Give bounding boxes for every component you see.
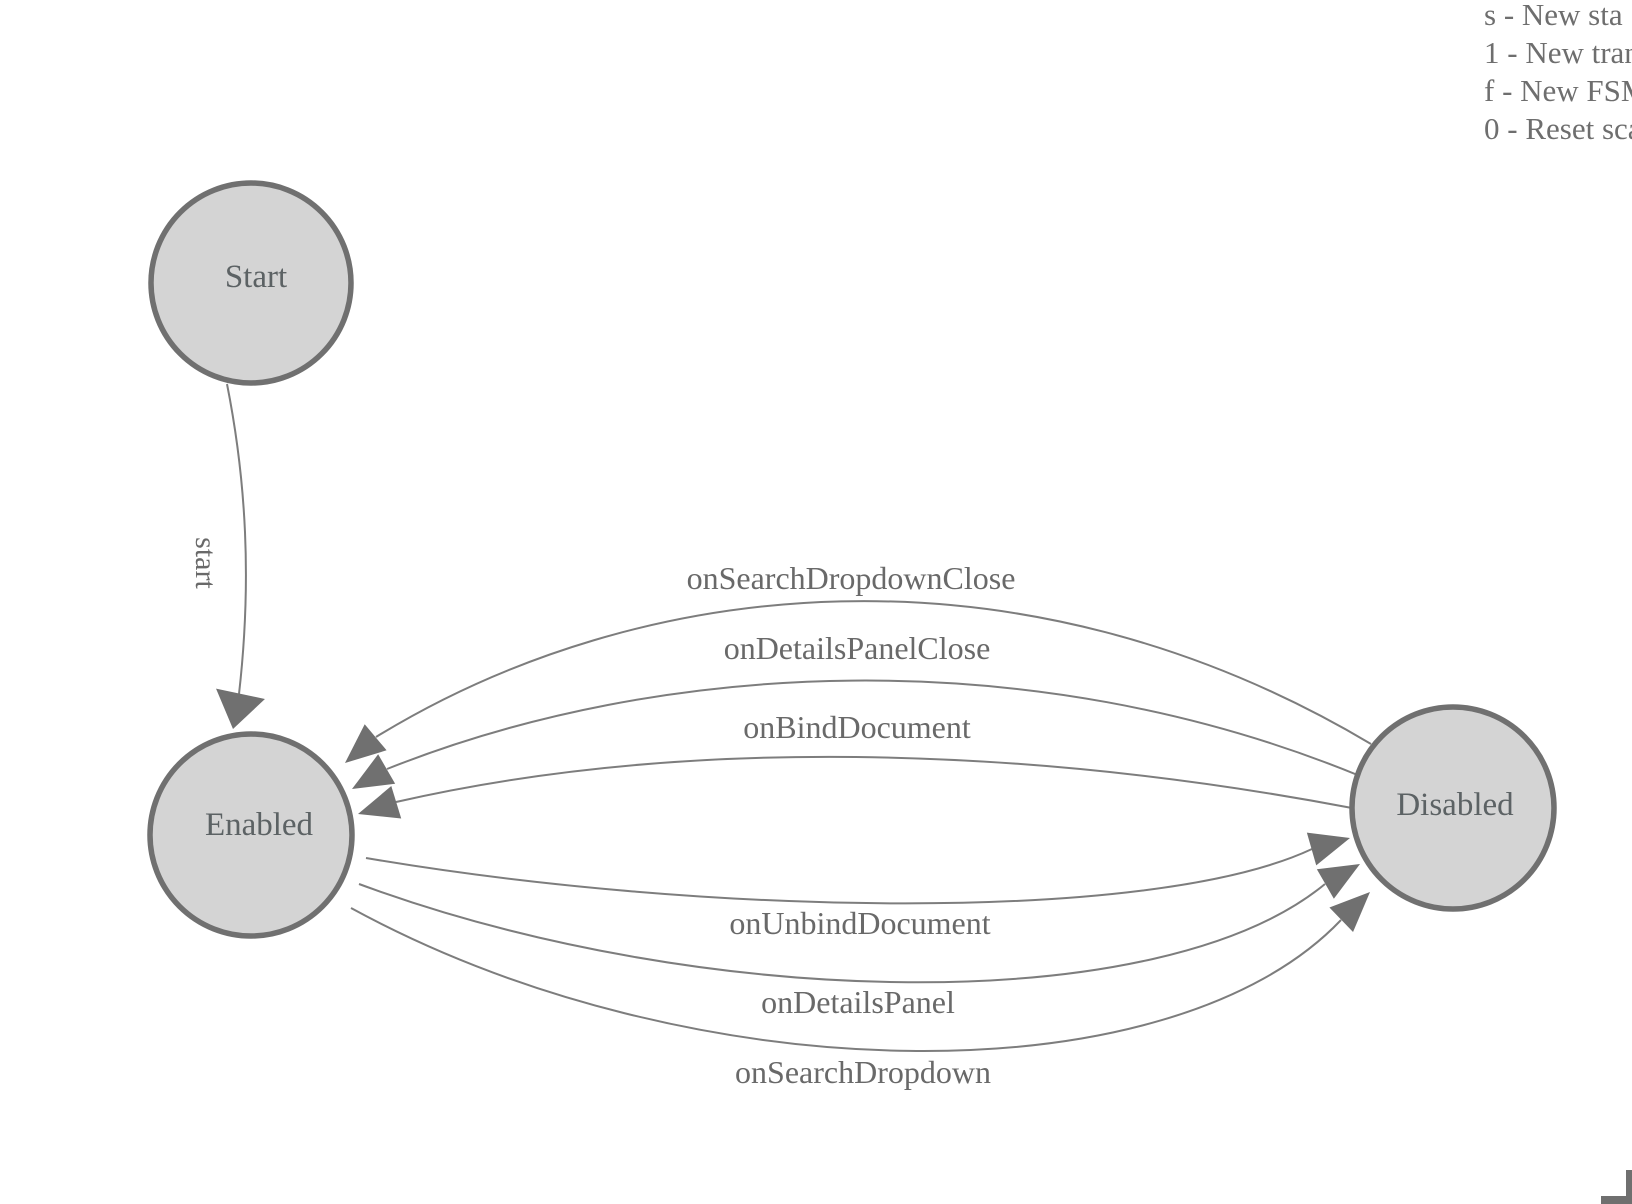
- transition-path[interactable]: [358, 883, 1326, 984]
- transition-label: onDetailsPanelClose: [724, 630, 991, 666]
- transition-onSearchDropdown[interactable]: onSearchDropdown: [350, 880, 1382, 1090]
- shortcuts-legend: s - New sta 1 - New tran f - New FSM 0 -…: [1484, 0, 1632, 148]
- state-circle[interactable]: [1349, 704, 1557, 912]
- arrowhead-icon: [358, 786, 402, 819]
- transition-label: onSearchDropdownClose: [687, 560, 1016, 596]
- arrowhead-icon: [352, 754, 396, 789]
- transition-path[interactable]: [386, 679, 1361, 777]
- transition-label: onDetailsPanel: [761, 984, 955, 1020]
- transition-path[interactable]: [350, 907, 1342, 1052]
- shortcut-line-reset: 0 - Reset sca: [1484, 111, 1632, 146]
- state-node-start[interactable]: Start: [148, 180, 354, 386]
- transition-path[interactable]: [365, 848, 1313, 905]
- shortcut-line-new-state: s - New sta: [1484, 0, 1623, 32]
- transition-label: onBindDocument: [743, 709, 971, 745]
- state-node-enabled[interactable]: Enabled: [147, 731, 355, 939]
- transition-path[interactable]: [395, 755, 1353, 809]
- transition-onDetailsPanel[interactable]: onDetailsPanel: [358, 849, 1369, 1020]
- shortcut-line-new-transition: 1 - New tran: [1484, 35, 1632, 70]
- transition-path[interactable]: [375, 600, 1372, 745]
- arrowhead-icon: [345, 724, 387, 763]
- arrowhead-icon: [1306, 832, 1350, 866]
- state-node-disabled[interactable]: Disabled: [1349, 704, 1557, 912]
- state-circle[interactable]: [147, 731, 355, 939]
- state-label: Enabled: [205, 807, 314, 843]
- frame-corner-horizontal: [1601, 1196, 1632, 1204]
- arrowhead-icon: [1316, 864, 1360, 899]
- transition-onUnbindDocument[interactable]: onUnbindDocument: [365, 822, 1355, 941]
- state-label: Start: [225, 259, 287, 295]
- transition-onDetailsPanelClose[interactable]: onDetailsPanelClose: [344, 630, 1361, 804]
- shortcut-line-new-fsm: f - New FSM: [1484, 73, 1632, 108]
- transition-start[interactable]: start: [189, 383, 265, 734]
- transition-label: onUnbindDocument: [729, 905, 990, 941]
- transition-start-path[interactable]: [226, 383, 247, 695]
- frame-corner-vertical: [1626, 1170, 1632, 1204]
- transition-label: onSearchDropdown: [735, 1054, 991, 1090]
- transition-onSearchDropdownClose[interactable]: onSearchDropdownClose: [334, 560, 1372, 776]
- arrowhead-icon: [1329, 892, 1370, 933]
- transition-label-start: start: [189, 537, 222, 589]
- state-circle[interactable]: [148, 180, 354, 386]
- arrowhead-icon: [216, 688, 265, 729]
- transition-onBindDocument[interactable]: onBindDocument: [353, 709, 1353, 830]
- state-label: Disabled: [1396, 787, 1514, 823]
